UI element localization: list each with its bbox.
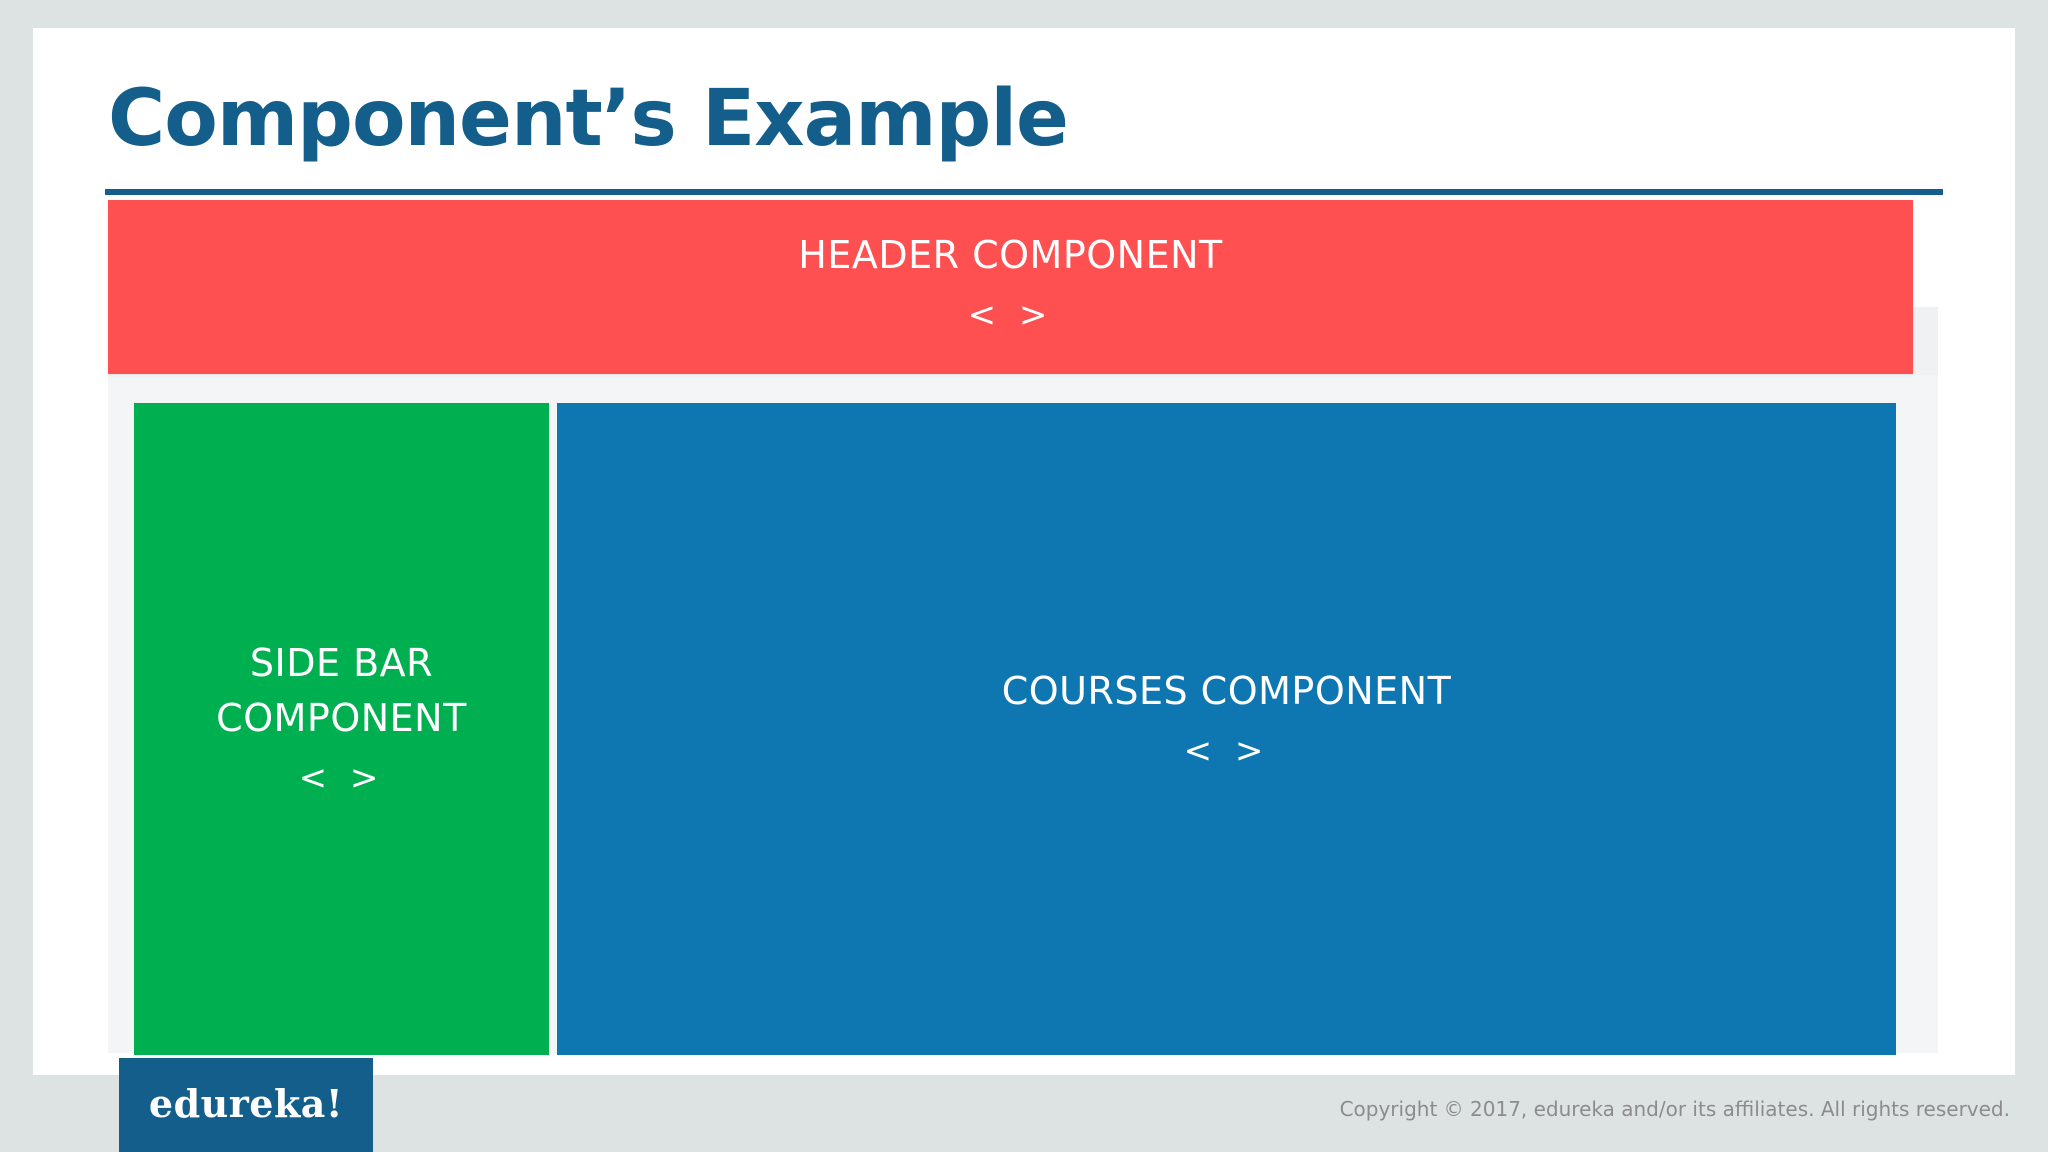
slide-title: Component’s Example (108, 74, 1069, 164)
courses-component-tag-icon: < > (1183, 730, 1270, 771)
sidebar-component-tag-icon: < > (298, 758, 385, 798)
sidebar-component-label-line2: COMPONENT (216, 696, 467, 740)
edureka-logo: edureka! (119, 1058, 373, 1152)
header-shadow (1912, 307, 1938, 375)
title-divider (105, 189, 1943, 195)
header-component-label: HEADER COMPONENT (798, 233, 1223, 277)
header-component-tag-icon: < > (967, 295, 1054, 335)
copyright-notice: Copyright © 2017, edureka and/or its aff… (1339, 1097, 2010, 1121)
sidebar-component-label-line1: SIDE BAR (249, 641, 434, 685)
courses-component-box: COURSES COMPONENT < > (557, 403, 1896, 1055)
header-component-box: HEADER COMPONENT < > (108, 200, 1913, 374)
sidebar-component-box: SIDE BAR COMPONENT < > (134, 403, 549, 1055)
courses-component-label: COURSES COMPONENT (1001, 668, 1452, 713)
